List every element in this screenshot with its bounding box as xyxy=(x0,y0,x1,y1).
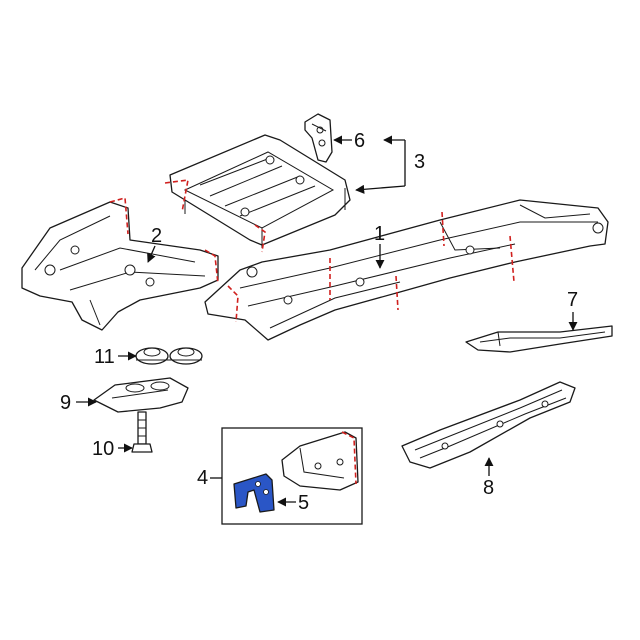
part-3-crossmember[interactable] xyxy=(164,134,351,253)
callout-9: 9 xyxy=(60,392,71,414)
callout-1: 1 xyxy=(374,223,385,245)
part-11-body-mounts[interactable] xyxy=(135,347,203,365)
callout-4: 4 xyxy=(197,467,208,489)
leader-lines xyxy=(76,135,578,507)
part-4-group-box xyxy=(221,427,363,525)
callout-10: 10 xyxy=(92,438,114,460)
callout-3: 3 xyxy=(414,151,425,173)
callout-11: 11 xyxy=(94,346,115,368)
callout-8: 8 xyxy=(483,477,494,499)
callout-7: 7 xyxy=(567,289,578,311)
part-1-main-frame[interactable] xyxy=(204,199,609,341)
part-4-bracket[interactable] xyxy=(281,431,359,491)
callout-2: 2 xyxy=(151,225,162,247)
part-2-front-section[interactable] xyxy=(21,196,219,331)
callout-5: 5 xyxy=(298,492,309,514)
part-10-bolt[interactable] xyxy=(131,411,153,453)
part-7-shield[interactable] xyxy=(465,325,613,353)
part-8-skid-plate[interactable] xyxy=(401,381,576,469)
part-9-mount[interactable] xyxy=(93,377,189,413)
callout-6: 6 xyxy=(354,130,365,152)
part-6-bracket[interactable] xyxy=(304,113,333,163)
part-5-plate[interactable] xyxy=(233,473,275,513)
